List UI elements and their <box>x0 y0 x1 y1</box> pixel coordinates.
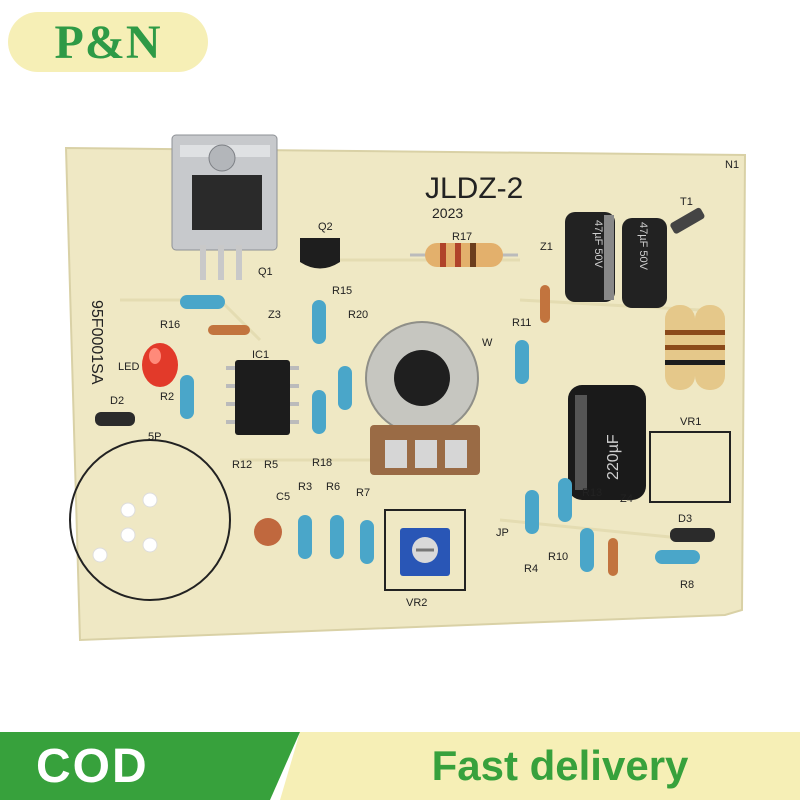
silkscreen-label: R3 <box>298 481 312 493</box>
silkscreen-label: T1 <box>680 196 693 208</box>
silkscreen-label: W <box>482 337 493 349</box>
silkscreen-label: Q1 <box>258 266 273 278</box>
board-year: 2023 <box>432 205 463 221</box>
brand-logo-text: P&N <box>54 15 162 69</box>
silkscreen-label: R13 <box>582 487 602 499</box>
silkscreen-label: R18 <box>312 457 332 469</box>
silkscreen-label: JP <box>496 527 509 539</box>
silkscreen-label: R12 <box>232 459 252 471</box>
silkscreen-label: Z3 <box>268 309 281 321</box>
silkscreen-label: R15 <box>332 285 352 297</box>
silkscreen-label: VR1 <box>680 416 701 428</box>
resistor-r17 <box>410 243 518 267</box>
silkscreen-label: D3 <box>678 513 692 525</box>
silkscreen-label: R20 <box>348 309 368 321</box>
connector-5p <box>69 439 231 601</box>
potentiometer <box>365 321 480 475</box>
silkscreen-label: N1 <box>725 159 739 171</box>
banner-left: COD <box>0 732 300 800</box>
silkscreen-label: R6 <box>326 481 340 493</box>
silkscreen-label: Z1 <box>540 241 553 253</box>
silkscreen-label: R10 <box>548 551 568 563</box>
capacitor-small-label-1: 47µF 50V <box>592 220 604 269</box>
cod-text: COD <box>36 739 149 793</box>
silkscreen-label: 5P <box>148 431 161 443</box>
fast-delivery-text: Fast delivery <box>431 742 689 789</box>
banner-right: Fast delivery <box>280 732 800 800</box>
silkscreen-label: R11 <box>512 317 531 329</box>
silkscreen-label: R7 <box>356 487 370 499</box>
silkscreen-label: R2 <box>160 391 174 403</box>
board-model: JLDZ-2 <box>425 172 523 205</box>
ic-chip <box>226 360 299 435</box>
silkscreen-label: R5 <box>264 459 278 471</box>
capacitor-large <box>568 385 646 500</box>
silkscreen-label: R4 <box>524 563 538 575</box>
silkscreen-label: Z4 <box>620 493 633 505</box>
diodes <box>208 285 618 576</box>
resistors-r9 <box>665 305 725 390</box>
silkscreen-label: LED <box>118 361 139 373</box>
silkscreen-label: R17 <box>452 231 472 243</box>
capacitors-small <box>565 212 667 308</box>
silkscreen-label: Q2 <box>318 221 333 233</box>
capacitor-large-label: 220µF <box>605 434 622 480</box>
brand-logo: P&N <box>8 12 208 72</box>
silkscreen-label: VR2 <box>406 597 427 609</box>
side-code: 95F0001SA <box>88 300 105 385</box>
bottom-banner: Fast delivery COD <box>0 732 800 800</box>
voltage-regulator <box>171 134 278 280</box>
silkscreen-label: D2 <box>110 395 124 407</box>
silkscreen-label: C5 <box>276 491 290 503</box>
silkscreen-label: R16 <box>160 319 180 331</box>
led <box>142 343 178 387</box>
silkscreen-label: R8 <box>680 579 694 591</box>
transistor-q2 <box>300 238 340 269</box>
silkscreen-label: IC1 <box>252 349 269 361</box>
blue-resistors <box>180 295 700 572</box>
capacitor-small-label-2: 47µF 50V <box>637 222 649 271</box>
trimmer-vr2 <box>400 528 450 576</box>
